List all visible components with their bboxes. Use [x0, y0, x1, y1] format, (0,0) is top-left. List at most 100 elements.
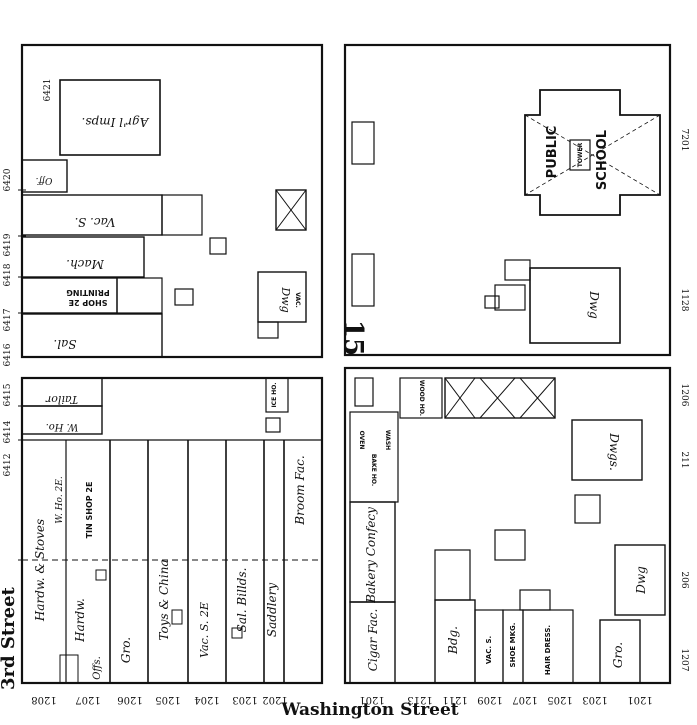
addr-6412: 6412: [3, 454, 13, 477]
addr-6416: 6416: [3, 343, 13, 366]
bldg-dwgs: [571, 419, 643, 481]
addr-1202: 1202: [262, 694, 287, 705]
label-hair-dress: HAIR DRESS.: [544, 625, 552, 675]
addr-6415: 6415: [3, 383, 13, 406]
label-vac-s-top: Vac. S.: [75, 215, 116, 229]
shed-1: [351, 121, 375, 165]
addr-1207: 1207: [75, 694, 100, 705]
addr-6421: 6421: [43, 79, 53, 102]
label-public: PUBLIC: [545, 126, 560, 179]
label-dwg-school: Dwg: [587, 290, 601, 319]
address-numbers-top-left: 6412 6414 6415 6416 6417 6418 6419 6420 …: [3, 79, 53, 477]
label-dwgs: Dwgs.: [607, 432, 621, 471]
label-ice-ho: ICE HO.: [271, 382, 278, 407]
label-mach: Mach.: [66, 257, 105, 271]
label-hardw: Hardw.: [73, 598, 87, 643]
bldg-1271: [275, 189, 307, 231]
bldg-dwg-vac: [257, 271, 307, 323]
block-upper-left: [20, 43, 324, 359]
addr-7201: 7201: [679, 129, 689, 152]
label-dwg-right: Dwg: [634, 566, 648, 595]
addr-6420: 6420: [3, 168, 13, 191]
addr-1209: 1209: [477, 694, 502, 705]
label-w-ho: W. Ho.: [46, 421, 79, 432]
bldg-sal-top: [21, 313, 163, 358]
address-numbers-right: 7201 1128 206 211 1206 1207: [679, 129, 689, 672]
label-vac-s-mid: VAC. S.: [485, 636, 493, 664]
label-cigar-fac: Cigar Fac.: [366, 609, 380, 672]
label-gro-left: Gro.: [119, 637, 133, 663]
block-lower-left: [20, 376, 324, 685]
label-agri-imps: Agr'l Imps.: [82, 115, 150, 129]
label-shop-2e-top: SHOP 2E: [69, 298, 108, 307]
bldg-dwg-school: [529, 267, 621, 344]
label-school: SCHOOL: [595, 130, 610, 190]
addr-1206: 1206: [117, 694, 142, 705]
addr-1205-r: 1205: [547, 694, 572, 705]
shed-2: [351, 253, 375, 307]
label-tower: TOWER: [577, 142, 584, 167]
addr-1207-rr: 1207: [679, 649, 689, 672]
block-upper-right: [343, 43, 672, 357]
addr-6417: 6417: [3, 308, 13, 331]
addr-1207-r: 1207: [512, 694, 537, 705]
bldg-printing-rear: [116, 277, 163, 314]
addr-1203-r: 1203: [582, 694, 607, 705]
block-number: 15: [338, 320, 368, 356]
addr-1204: 1204: [194, 694, 219, 705]
addr-6418: 6418: [3, 263, 13, 286]
label-vac-s-2e: Vac. S. 2E: [198, 602, 211, 658]
addr-206: 206: [679, 571, 689, 588]
label-vac-small: VAC.: [294, 292, 301, 308]
addr-1128: 1128: [679, 289, 689, 312]
label-bake-ho: BAKE HO.: [370, 454, 377, 486]
label-off: Off.: [36, 175, 53, 185]
bldg-cigar: [349, 601, 396, 684]
addr-6419: 6419: [3, 233, 13, 256]
bldg-dwg-right: [614, 544, 666, 616]
bldg-ice-ho: [265, 377, 289, 413]
addr-1208: 1208: [31, 694, 56, 705]
label-wood-ho: WOOD HO.: [418, 380, 425, 416]
bldg-mach: [21, 236, 145, 278]
bldg-sheds: [444, 377, 556, 419]
label-bdg: Bdg.: [446, 626, 460, 655]
addr-1206-r: 1206: [679, 384, 689, 407]
bldg-wood-ho: [399, 377, 443, 419]
bldg-gro-right: [599, 619, 641, 684]
addr-1203: 1203: [232, 694, 257, 705]
label-saddlery: Saddlery: [265, 583, 279, 637]
left-edge-ticks: [18, 189, 26, 561]
label-tin-shop: TIN SHOP 2E: [85, 482, 94, 539]
bldg-small-1: [174, 288, 194, 306]
label-oven: OVEN: [358, 431, 365, 450]
label-sal-billds: Sal. Billds.: [235, 568, 249, 633]
block-lower-right: [343, 366, 672, 685]
label-gro-right: Gro.: [611, 642, 625, 668]
label-hardw-stoves: Hardw. & Stoves: [33, 519, 47, 622]
label-wash: WASH: [384, 430, 391, 450]
bldg-small-2: [209, 237, 227, 255]
label-shoe-mkg: SHOE MKG.: [509, 623, 517, 668]
label-broom-fac: Broom Fac.: [293, 455, 307, 525]
bldg-off: [21, 159, 68, 193]
street-label-washington: Washington Street: [280, 700, 458, 720]
bldg-vac-rear: [161, 194, 203, 236]
label-printing: PRINTING: [66, 288, 109, 297]
addr-6414: 6414: [3, 420, 13, 443]
addr-1213: 1213: [407, 694, 432, 705]
addr-1201-lr: 1201: [359, 694, 384, 705]
label-w-ho-2e: W. Ho. 2E.: [55, 476, 65, 524]
label-toys-china: Toys & China: [157, 559, 171, 640]
label-offs: Offs.: [92, 656, 103, 680]
bldg-agri-imps: [59, 79, 161, 156]
label-sal-top: Sal.: [53, 337, 76, 351]
address-numbers-bottom: 1208 1207 1206 1205 1204 1203 1202 1201 …: [31, 694, 652, 705]
addr-1201-r: 1201: [627, 694, 652, 705]
street-label-3rd: 3rd Street: [0, 586, 19, 690]
label-bakery: Bakery Confecy: [364, 507, 378, 604]
label-tailor: Tailor: [45, 393, 78, 406]
addr-1205: 1205: [155, 694, 180, 705]
